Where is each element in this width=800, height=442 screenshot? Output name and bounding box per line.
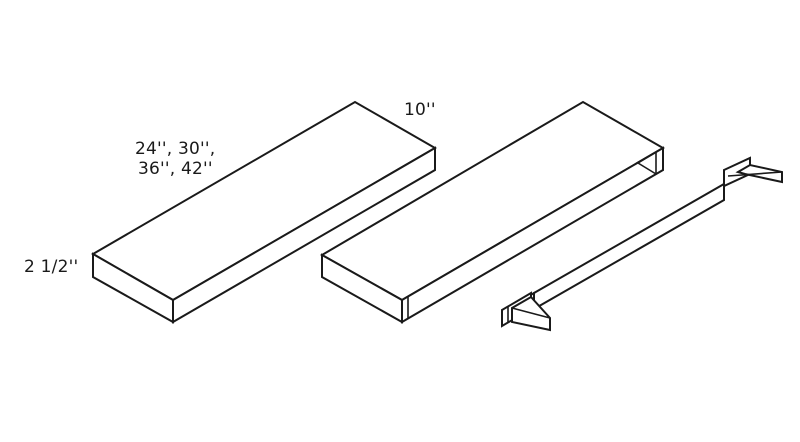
solid-shelf <box>91 100 437 324</box>
bracket-right-arm-edge <box>727 171 783 177</box>
bracket-left-arm-edge <box>511 307 551 319</box>
solid-shelf-end-face <box>92 252 174 324</box>
thickness-dimension-label: 2 1/2'' <box>24 257 79 277</box>
length-dimension-label-line2: 36'', 42'' <box>138 159 213 179</box>
hollow-shelf-open-end-inner-bottom <box>637 162 657 175</box>
depth-dimension-label: 10'' <box>404 100 436 120</box>
hollow-shelf <box>319 100 665 324</box>
hollow-shelf-open-end-inner-top <box>637 151 657 164</box>
mounting-bracket <box>501 156 783 332</box>
hollow-shelf-end-face <box>321 253 403 324</box>
length-dimension-label-line1: 24'', 30'', <box>135 139 216 159</box>
